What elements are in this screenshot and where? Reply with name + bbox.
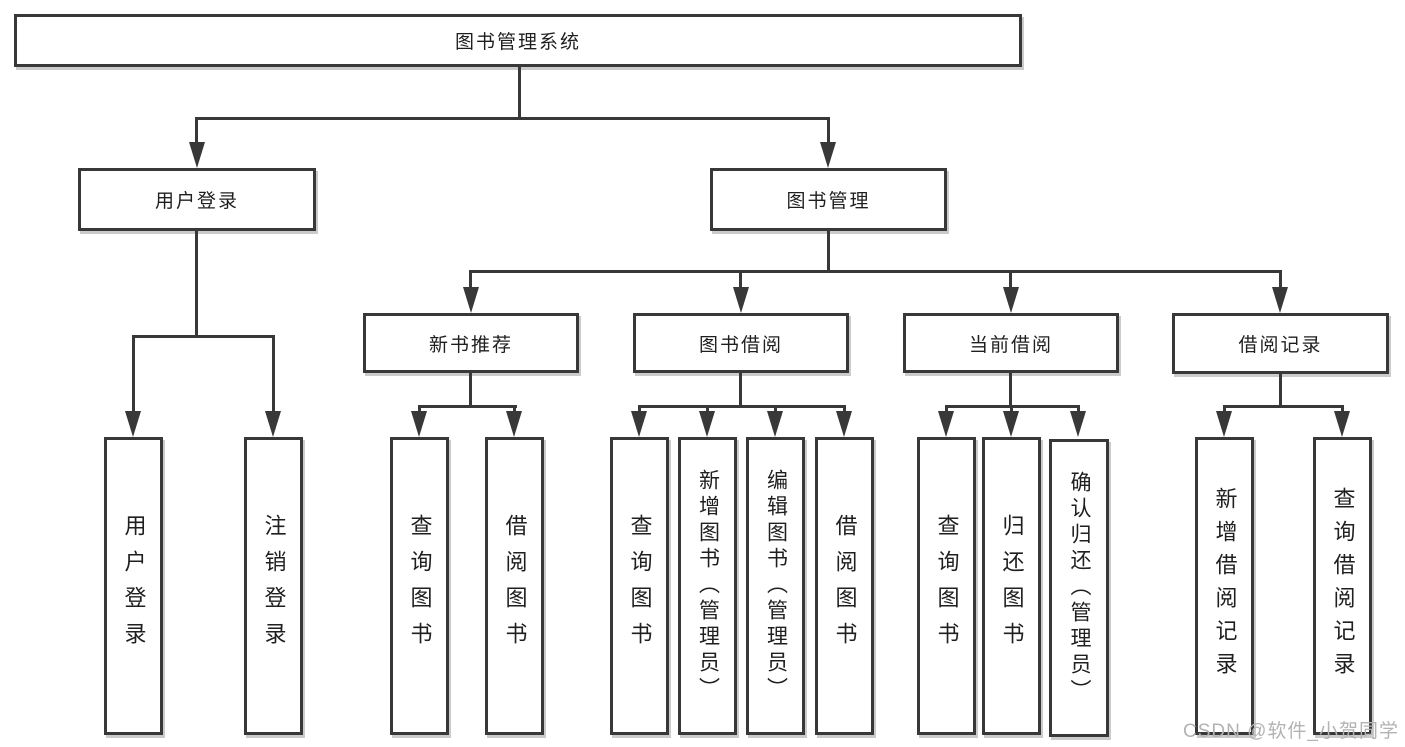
node-book-borrow-label: 图书借阅 — [698, 334, 783, 356]
edge-stub-leaf-logout — [272, 335, 275, 415]
leaf-logout: 注销登录 — [244, 437, 303, 735]
arrow-to-leaf-logout-icon — [265, 411, 281, 437]
edge-user-login-trunk — [195, 231, 198, 338]
arrow-to-bb-add-icon — [699, 411, 715, 437]
edge-stub-user-login — [195, 117, 198, 147]
node-current-borrow: 当前借阅 — [903, 313, 1119, 373]
node-borrow-records-label: 借阅记录 — [1238, 335, 1323, 356]
edge-records-hbar — [1223, 405, 1344, 408]
node-book-mgmt: 图书管理 — [710, 168, 947, 231]
node-root: 图书管理系统 — [14, 14, 1022, 67]
leaf-bb-edit-books-admin-label: 编辑图书（管理员） — [764, 469, 788, 703]
edge-book-mgmt-hbar — [469, 270, 1282, 273]
node-root-label: 图书管理系统 — [454, 32, 581, 53]
node-book-mgmt-label: 图书管理 — [786, 191, 871, 212]
leaf-cb-return-books-label: 归还图书 — [999, 514, 1025, 658]
leaf-rec-query-books: 查询图书 — [390, 437, 449, 735]
arrow-to-rec-query-icon — [411, 411, 427, 437]
node-user-login: 用户登录 — [78, 168, 316, 231]
csdn-watermark: CSDN @软件_小贺同学 — [1183, 721, 1399, 742]
leaf-user-login-label: 用户登录 — [121, 514, 147, 658]
leaf-logout-label: 注销登录 — [261, 514, 287, 658]
arrow-to-borrow-icon — [733, 287, 749, 313]
leaf-cb-return-books: 归还图书 — [982, 437, 1041, 735]
edge-borrow-hbar — [638, 405, 846, 408]
edge-root-hbar — [195, 117, 830, 120]
arrow-to-records-icon — [1272, 287, 1288, 313]
arrow-to-br-add-icon — [1216, 411, 1232, 437]
leaf-bb-edit-books-admin: 编辑图书（管理员） — [746, 437, 805, 735]
leaf-rec-borrow-books-label: 借阅图书 — [502, 514, 528, 658]
node-new-book-rec-label: 新书推荐 — [428, 334, 513, 356]
edge-current-trunk — [1009, 373, 1012, 408]
edge-newrec-trunk — [469, 373, 472, 408]
leaf-bb-add-books-admin-label: 新增图书（管理员） — [696, 469, 720, 703]
leaf-rec-query-books-label: 查询图书 — [407, 514, 433, 658]
leaf-br-query-record-label: 查询借阅记录 — [1330, 487, 1356, 685]
arrow-to-user-login-icon — [189, 142, 205, 168]
leaf-br-add-record: 新增借阅记录 — [1195, 437, 1254, 735]
arrow-to-leaf-login-icon — [125, 411, 141, 437]
leaf-cb-confirm-return-admin: 确认归还（管理员） — [1049, 439, 1109, 737]
leaf-cb-query-books-label: 查询图书 — [934, 514, 960, 658]
leaf-bb-borrow-books: 借阅图书 — [815, 437, 874, 735]
edge-borrow-trunk — [739, 373, 742, 408]
arrow-to-cb-return-icon — [1003, 411, 1019, 437]
leaf-bb-add-books-admin: 新增图书（管理员） — [678, 437, 737, 735]
arrow-to-cb-confirm-icon — [1070, 411, 1086, 437]
arrow-to-br-query-icon — [1334, 411, 1350, 437]
node-current-borrow-label: 当前借阅 — [968, 334, 1053, 356]
edge-user-login-hbar — [132, 335, 275, 338]
edge-newrec-hbar — [418, 405, 517, 408]
leaf-br-query-record: 查询借阅记录 — [1313, 437, 1372, 735]
leaf-cb-confirm-return-admin-label: 确认归还（管理员） — [1068, 471, 1091, 705]
leaf-bb-borrow-books-label: 借阅图书 — [832, 514, 858, 658]
leaf-cb-query-books: 查询图书 — [917, 437, 976, 735]
leaf-br-add-record-label: 新增借阅记录 — [1212, 487, 1238, 685]
edge-stub-newrec — [469, 270, 472, 292]
arrow-to-rec-borrow-icon — [506, 411, 522, 437]
leaf-rec-borrow-books: 借阅图书 — [485, 437, 544, 735]
node-borrow-records: 借阅记录 — [1172, 313, 1389, 374]
arrow-to-newrec-icon — [463, 287, 479, 313]
node-book-borrow: 图书借阅 — [633, 313, 849, 373]
arrow-to-current-icon — [1003, 287, 1019, 313]
arrow-to-bb-borrow-icon — [836, 411, 852, 437]
arrow-to-book-mgmt-icon — [820, 142, 836, 168]
edge-stub-leaf-login — [132, 335, 135, 415]
node-new-book-rec: 新书推荐 — [363, 313, 579, 373]
arrow-to-cb-query-icon — [938, 411, 954, 437]
arrow-to-bb-query-icon — [631, 411, 647, 437]
edge-book-mgmt-trunk — [827, 231, 830, 273]
node-user-login-label: 用户登录 — [154, 191, 239, 212]
edge-root-trunk — [518, 67, 521, 118]
edge-stub-borrow — [739, 270, 742, 292]
leaf-bb-query-books: 查询图书 — [610, 437, 669, 735]
edge-records-trunk — [1279, 373, 1282, 408]
edge-stub-records — [1279, 270, 1282, 292]
edge-stub-current — [1009, 270, 1012, 292]
leaf-bb-query-books-label: 查询图书 — [627, 514, 653, 658]
edge-stub-book-mgmt — [827, 117, 830, 147]
arrow-to-bb-edit-icon — [767, 411, 783, 437]
leaf-user-login: 用户登录 — [104, 437, 163, 735]
